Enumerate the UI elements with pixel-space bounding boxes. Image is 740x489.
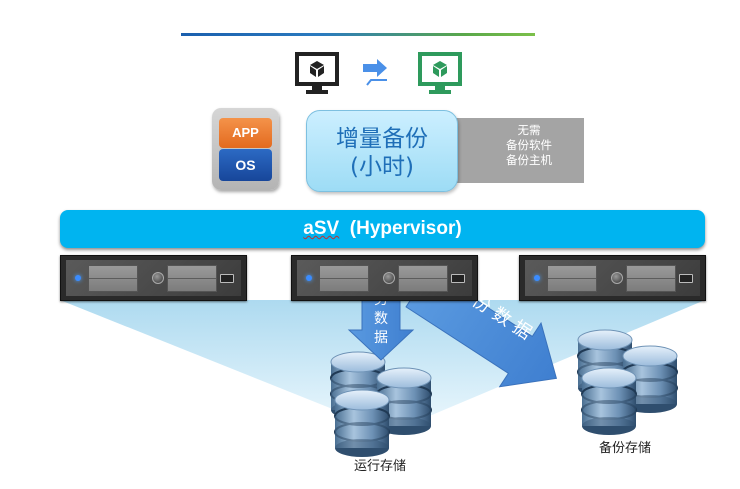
note-line-2: 备份软件 [506,138,552,152]
hypervisor-name: aSV [303,218,340,239]
source-monitor-icon [295,52,339,94]
business-data-char: 数 [374,311,388,327]
power-button-icon [611,272,623,284]
incremental-backup-box: 增量备份 (小时) [306,110,458,192]
backup-storage-label: 备份存储 [598,441,651,456]
drive-bay [626,265,676,292]
app-layer-label: APP [219,118,272,148]
exchange-arrows-icon [363,59,387,86]
drive-bay [88,265,138,292]
drive-bay [319,265,369,292]
business-data-char: 据 [374,330,388,346]
vm-app-os-stack: APP OS [212,108,279,190]
drive-bay [547,265,597,292]
power-led-icon [75,275,81,281]
hypervisor-suffix: (Hypervisor) [349,218,462,239]
title-divider-line [181,33,535,36]
power-led-icon [306,275,312,281]
power-led-icon [534,275,540,281]
note-line-1: 无需 [517,123,541,137]
usb-port-icon [220,274,234,283]
usb-port-icon [451,274,465,283]
server-3 [519,255,706,301]
runtime-storage-label: 运行存储 [353,459,406,474]
power-button-icon [152,272,164,284]
incremental-backup-title: 增量备份 [336,126,428,152]
server-2 [291,255,478,301]
target-monitor-icon [418,52,462,94]
hypervisor-bar: aSV (Hypervisor) [60,210,705,248]
drive-bay [167,265,217,292]
power-button-icon [383,272,395,284]
drive-bay [398,265,448,292]
usb-port-icon [679,274,693,283]
no-backup-software-note: 无需 备份软件 备份主机 [444,118,584,183]
incremental-backup-interval: (小时) [350,154,414,180]
backup-storage-icon [577,329,678,436]
note-line-3: 备份主机 [506,153,552,167]
server-1 [60,255,247,301]
os-layer-label: OS [219,149,272,181]
